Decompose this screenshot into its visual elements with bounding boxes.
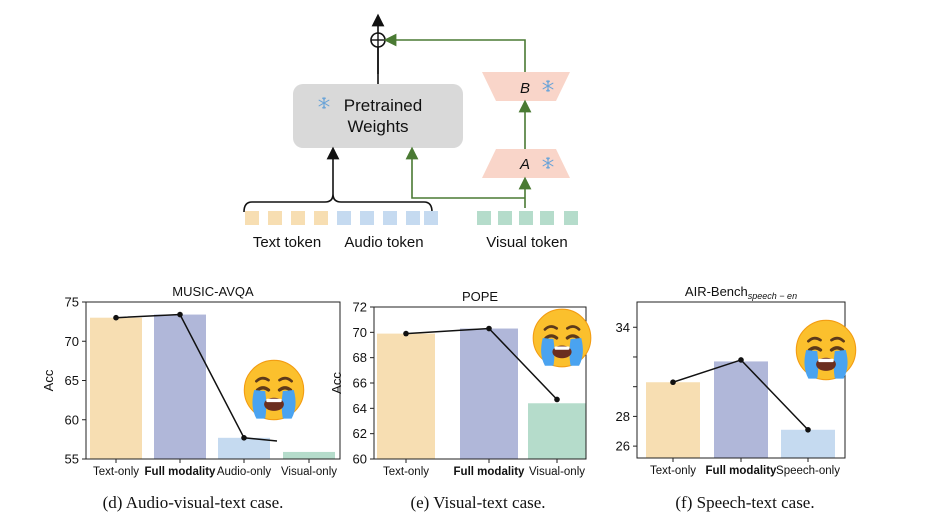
y-tick-label: 60 (65, 412, 79, 427)
trend-line (115, 313, 278, 442)
lora-a-label: A (519, 156, 530, 173)
green-paths (383, 33, 532, 208)
trend-point (241, 435, 247, 441)
trend-point (670, 379, 676, 386)
pretrained-label-1: Pretrained (344, 96, 422, 115)
bar-visual-only (283, 451, 335, 459)
visual-token-label: Visual token (486, 234, 567, 251)
x-tick-label: Text-only (93, 466, 139, 478)
audio-tokens (337, 211, 438, 225)
chart-title: AIR-Benchspeech − en (685, 284, 797, 301)
x-tick-label: Visual-only (529, 466, 585, 478)
token-bracket (243, 146, 433, 213)
y-tick-label: 60 (353, 452, 367, 467)
y-tick-label: 70 (65, 334, 79, 349)
y-tick-label: 72 (353, 300, 367, 315)
trend-point (738, 357, 744, 363)
bar-full-modality (460, 328, 518, 459)
trend-point (486, 325, 492, 332)
chart-title: POPE (462, 289, 498, 304)
pretrained-weights-box (293, 84, 463, 148)
trend-point (554, 396, 560, 403)
bar-speech-only (781, 429, 835, 458)
lora-a-block (482, 149, 570, 178)
sum-node (370, 32, 386, 48)
x-tick-label: Full modality (706, 465, 778, 477)
chart-title: MUSIC-AVQA (172, 284, 254, 299)
crying-face-icon (794, 318, 858, 382)
bar-text-only (90, 317, 142, 459)
bar-audio-only (218, 437, 270, 459)
figure-caption: (d) Audio-visual-text case. (103, 493, 284, 512)
x-tick-label: Full modality (454, 466, 526, 478)
trend-point (805, 426, 811, 433)
y-tick-label: 66 (353, 376, 367, 391)
x-tick-label: Full modality (145, 466, 217, 478)
y-tick-label: 26 (616, 439, 630, 454)
lora-b-block (482, 72, 570, 101)
bar-full-modality (714, 361, 768, 458)
figure-caption: (f) Speech-text case. (675, 493, 814, 512)
y-tick-label: 65 (65, 373, 79, 388)
x-tick-label: Text-only (650, 465, 696, 477)
lora-diagram: Pretrained Weights B A (243, 13, 578, 251)
y-axis-label: Acc (329, 372, 344, 394)
y-tick-label: 68 (353, 350, 367, 365)
lora-b-label: B (520, 80, 530, 97)
bar-full-modality (154, 314, 206, 459)
x-tick-label: Text-only (383, 466, 429, 478)
figure-caption: (e) Visual-text case. (410, 493, 545, 512)
bar-text-only (646, 382, 700, 458)
x-tick-label: Audio-only (217, 466, 272, 478)
x-tick-label: Visual-only (281, 466, 337, 478)
crying-face-icon (531, 307, 593, 369)
trend-point (177, 311, 183, 318)
y-tick-label: 70 (353, 325, 367, 340)
y-tick-label: 28 (616, 409, 630, 424)
y-tick-label: 75 (65, 295, 79, 310)
pretrained-label-2: Weights (347, 117, 408, 136)
audio-token-label: Audio token (344, 234, 423, 251)
y-tick-label: 62 (353, 426, 367, 441)
bar-text-only (377, 333, 435, 459)
y-axis-label: Acc (41, 369, 56, 391)
text-tokens (245, 211, 328, 225)
text-token-label: Text token (253, 234, 321, 251)
y-tick-label: 34 (616, 320, 630, 335)
crying-face-icon (242, 358, 306, 422)
bar-visual-only (528, 403, 586, 459)
x-tick-label: Speech-only (776, 465, 840, 477)
trend-point (403, 330, 409, 337)
trend-point (113, 314, 119, 321)
y-tick-label: 64 (353, 401, 367, 416)
y-tick-label: 55 (65, 452, 79, 467)
visual-tokens (477, 211, 578, 225)
